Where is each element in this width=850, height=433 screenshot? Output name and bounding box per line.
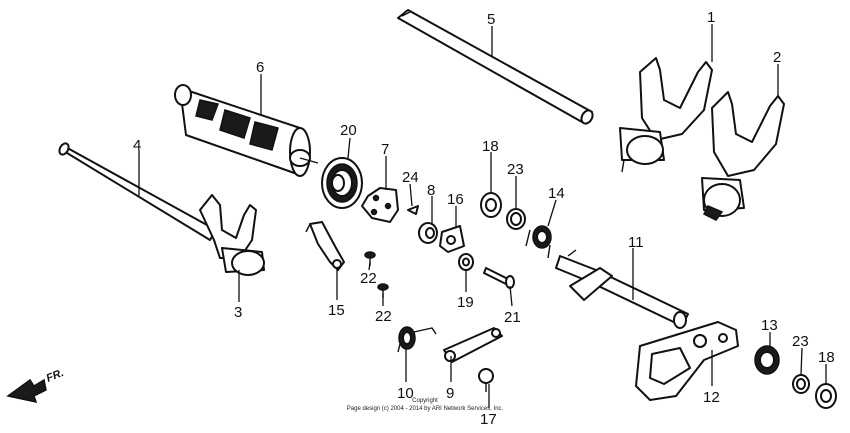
guide-plate-15 bbox=[305, 221, 345, 271]
callout-5: 5 bbox=[487, 11, 495, 28]
callout-11: 11 bbox=[628, 234, 644, 251]
callout-22-upper: 22 bbox=[360, 270, 377, 287]
callout-labels: 1 2 3 4 5 6 7 8 9 10 11 12 13 14 15 16 1… bbox=[133, 9, 835, 428]
dowel-pin-24 bbox=[407, 205, 419, 215]
return-spring-14 bbox=[525, 225, 552, 259]
callout-23-top: 23 bbox=[507, 161, 524, 178]
callout-6: 6 bbox=[256, 59, 264, 76]
bolt-21 bbox=[483, 267, 515, 289]
washer-18-top bbox=[480, 192, 502, 218]
callout-10: 10 bbox=[397, 385, 414, 402]
callout-7: 7 bbox=[381, 141, 389, 158]
callout-22-lower: 22 bbox=[375, 308, 392, 325]
direction-label: FR. bbox=[45, 367, 66, 385]
shift-drum-6 bbox=[174, 84, 319, 177]
callout-12: 12 bbox=[703, 389, 720, 406]
callout-2: 2 bbox=[773, 49, 781, 66]
shift-fork-2 bbox=[701, 91, 785, 221]
bearing-20 bbox=[321, 157, 363, 209]
callout-16: 16 bbox=[447, 191, 464, 208]
callout-21: 21 bbox=[504, 309, 521, 326]
screw-22-lower bbox=[377, 283, 389, 298]
callout-18-bottom: 18 bbox=[818, 349, 835, 366]
copyright-line-2: Page design (c) 2004 - 2014 by ARI Netwo… bbox=[347, 406, 504, 412]
stopper-arm-9 bbox=[443, 327, 503, 363]
leader-lines bbox=[138, 24, 827, 408]
front-direction-arrow: FR. bbox=[6, 367, 66, 404]
callout-14: 14 bbox=[548, 185, 565, 202]
callout-9: 9 bbox=[446, 385, 454, 402]
callout-20: 20 bbox=[340, 122, 357, 139]
gearshift-spindle-11 bbox=[555, 249, 689, 329]
circlip-23-top bbox=[506, 208, 526, 230]
copyright-line-1: Copyright bbox=[412, 398, 438, 404]
shift-fork-shaft-5 bbox=[397, 9, 594, 125]
callout-19: 19 bbox=[457, 294, 474, 311]
callout-15: 15 bbox=[328, 302, 345, 319]
callout-1: 1 bbox=[707, 9, 715, 26]
callout-17: 17 bbox=[480, 411, 497, 428]
washer-18-bottom bbox=[815, 383, 837, 409]
shift-fork-shaft-4 bbox=[58, 142, 217, 241]
bolt-17 bbox=[478, 368, 494, 392]
spring-13 bbox=[754, 345, 780, 375]
gearshift-plate-12 bbox=[635, 321, 739, 401]
circlip-23-bottom bbox=[792, 374, 810, 394]
shift-fork-3 bbox=[199, 194, 265, 276]
callout-23-bottom: 23 bbox=[792, 333, 809, 350]
callout-24: 24 bbox=[402, 169, 419, 186]
collar-8 bbox=[418, 222, 438, 244]
shift-fork-1 bbox=[619, 57, 713, 173]
spring-10 bbox=[397, 326, 437, 353]
callout-13: 13 bbox=[761, 317, 778, 334]
drum-stopper-7 bbox=[361, 187, 399, 223]
copyright-notice: Copyright Page design (c) 2004 - 2014 by… bbox=[347, 398, 504, 412]
washer-19 bbox=[458, 253, 474, 271]
callout-8: 8 bbox=[427, 182, 435, 199]
shift-cam-16 bbox=[439, 225, 465, 253]
callout-18-top: 18 bbox=[482, 138, 499, 155]
callout-3: 3 bbox=[234, 304, 242, 321]
callout-4: 4 bbox=[133, 137, 141, 154]
